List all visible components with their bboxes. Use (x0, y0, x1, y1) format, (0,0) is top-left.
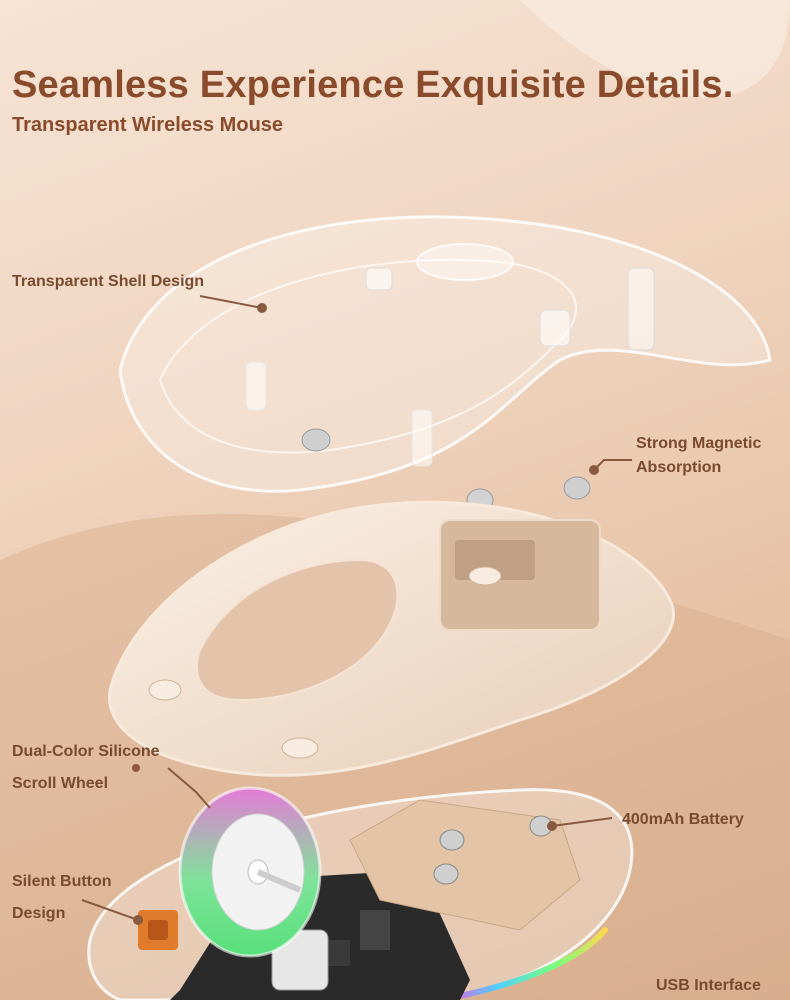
callout-label-line2: Absorption (636, 459, 722, 476)
callout-label-line2: Scroll Wheel (12, 775, 109, 792)
callout-label-line1: Silent Button (12, 873, 112, 890)
callout-magnetic-absorption: Strong Magnetic Absorption (636, 432, 761, 480)
battery-block (349, 799, 581, 931)
callout-usb-interface: USB Interface (656, 974, 761, 998)
leader-lines (81, 295, 632, 925)
callout-transparent-shell: Transparent Shell Design (12, 270, 204, 294)
callout-label-line2: Design (12, 905, 66, 922)
background-swoosh-2 (520, 0, 790, 98)
scroll-wheel (178, 786, 322, 958)
callout-label-line1: Dual-Color Silicone (12, 743, 160, 760)
callout-silent-button: Silent Button Design (12, 866, 112, 930)
callout-scroll-wheel: Dual-Color Silicone Scroll Wheel (12, 736, 160, 800)
callout-battery: 400mAh Battery (622, 808, 744, 832)
inner-frame (108, 500, 675, 777)
transparent-top-shell (118, 215, 772, 493)
headline: Seamless Experience Exquisite Details. (12, 64, 734, 106)
subheadline: Transparent Wireless Mouse (12, 114, 284, 136)
callout-label-line1: Strong Magnetic (636, 435, 762, 452)
callout-label: USB Interface (656, 977, 761, 994)
callout-label: 400mAh Battery (622, 811, 744, 828)
callout-label: Transparent Shell Design (12, 273, 205, 290)
